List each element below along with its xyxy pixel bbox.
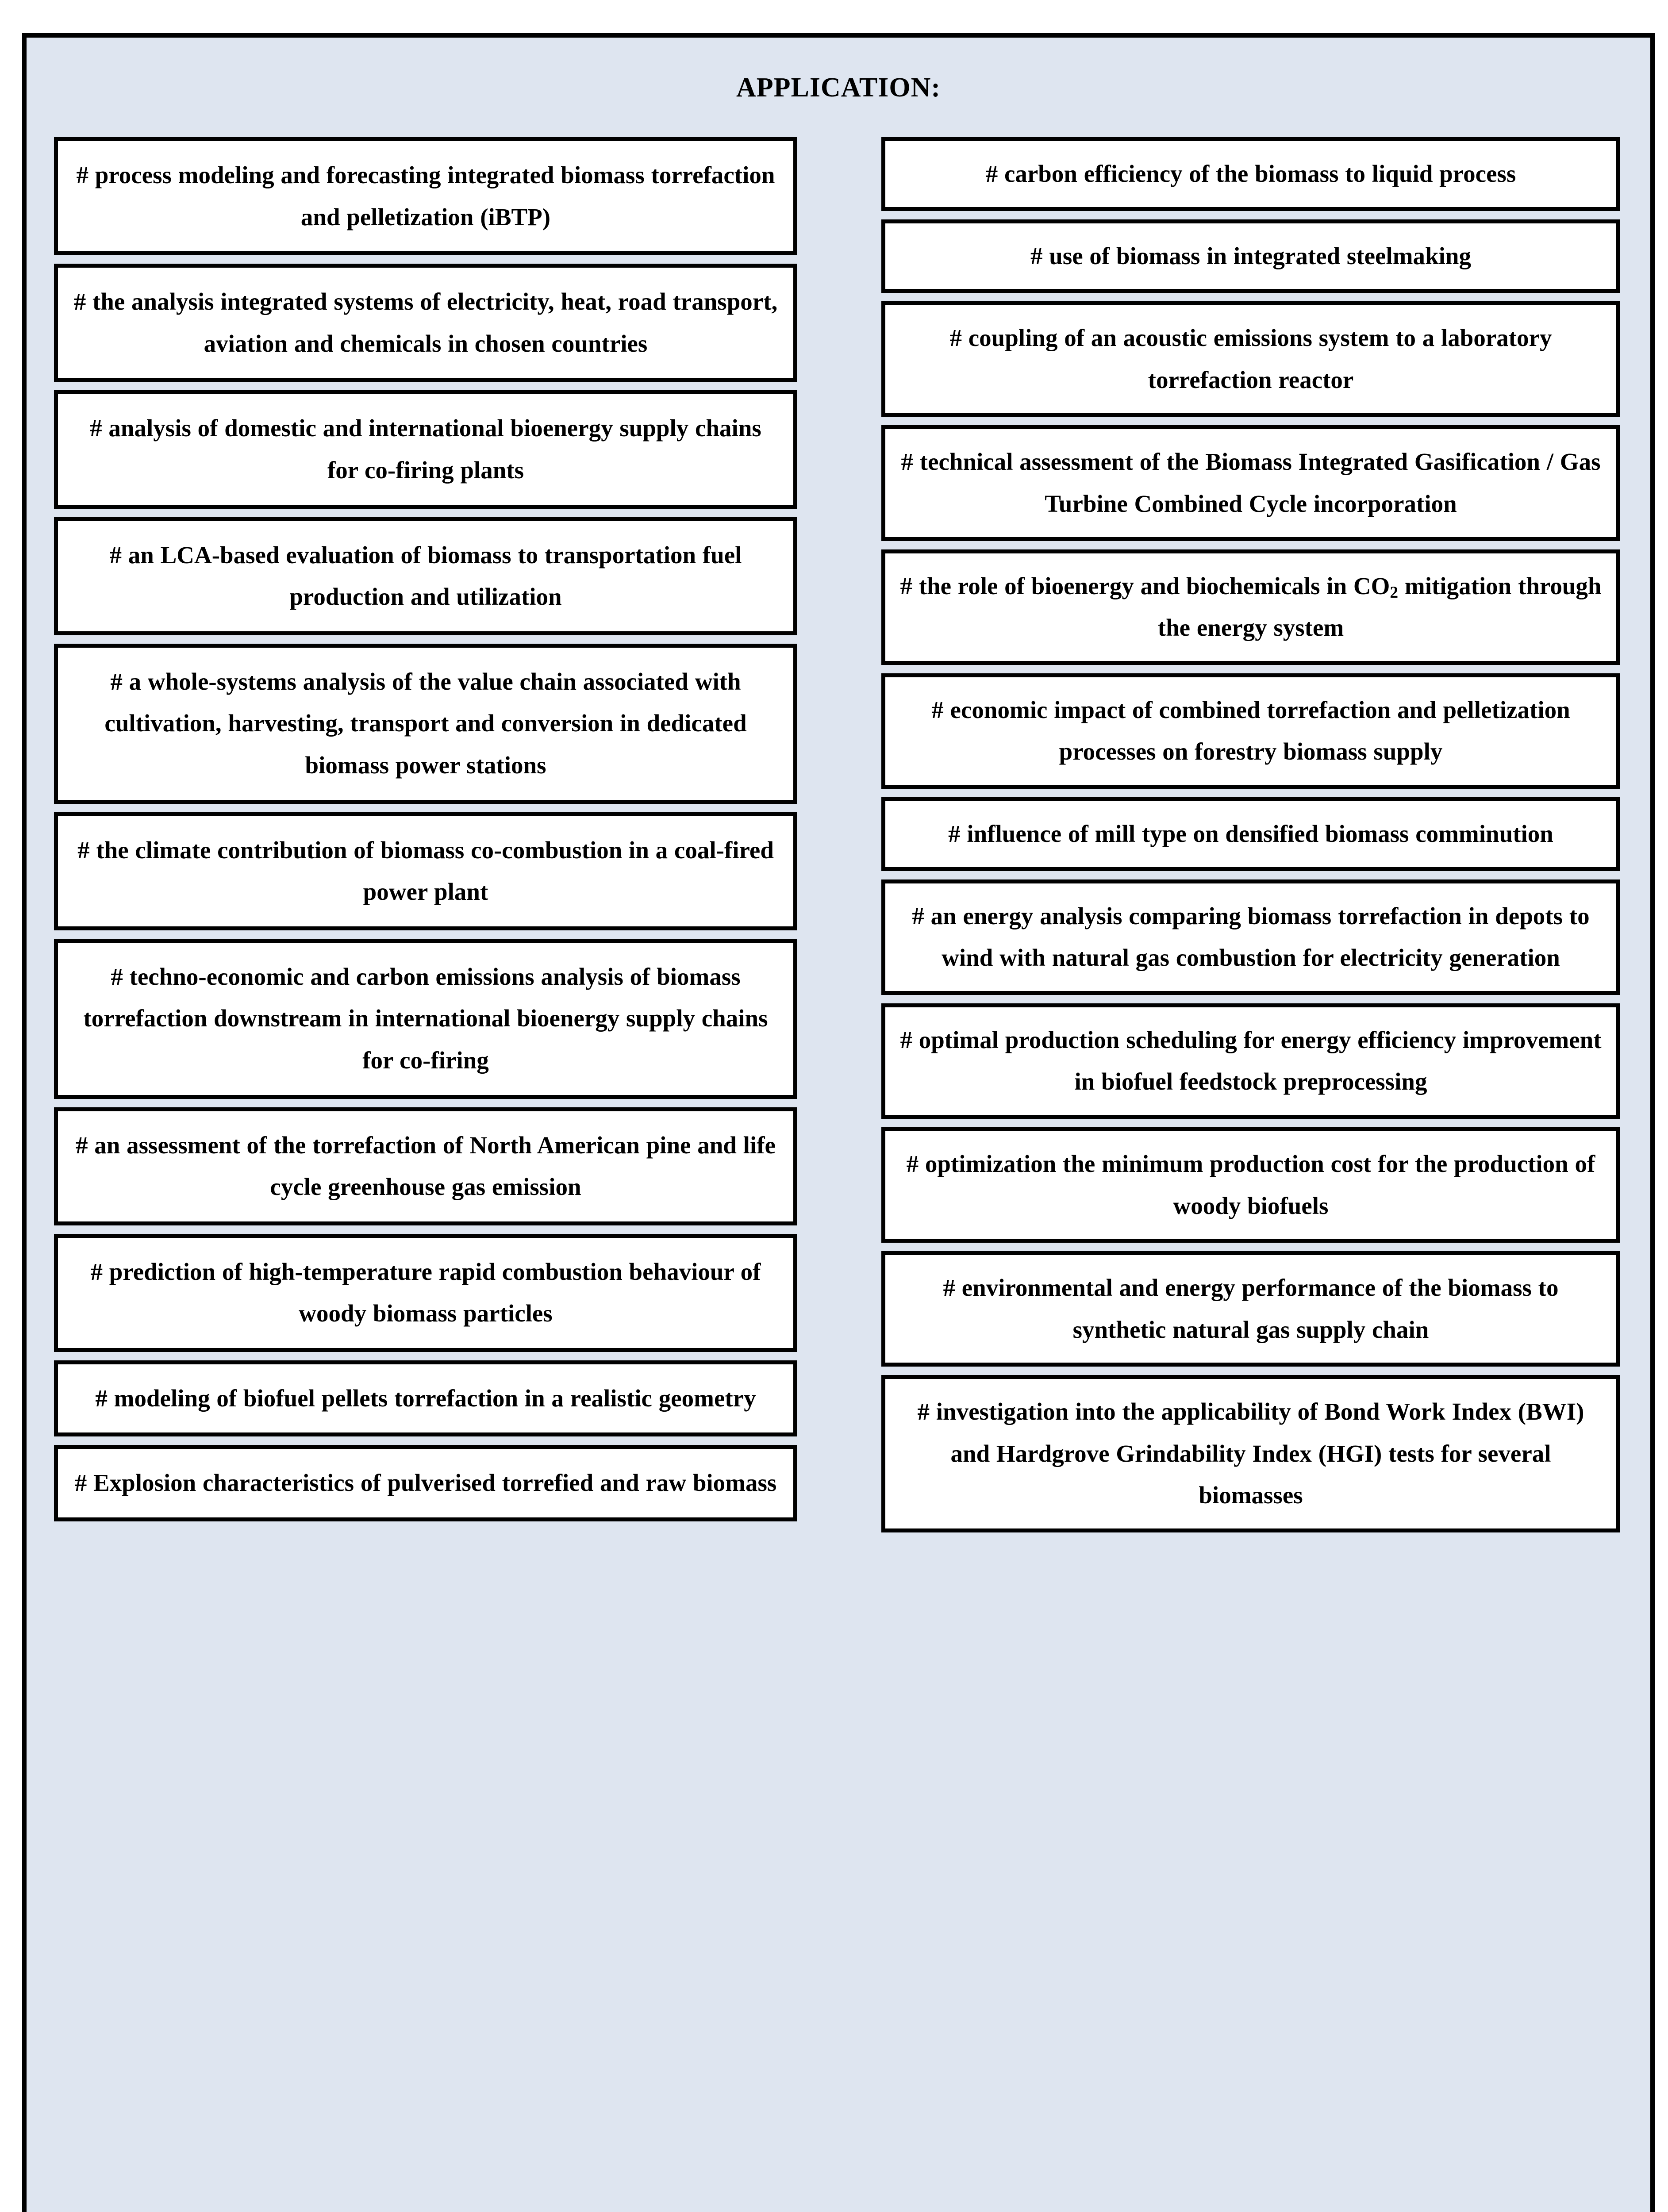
application-item: # techno-economic and carbon emissions a… (54, 938, 797, 1099)
application-column-left: # process modeling and forecasting integ… (54, 137, 797, 1530)
application-column-right: # carbon efficiency of the biomass to li… (881, 137, 1620, 1541)
application-item: # an assessment of the torrefaction of N… (54, 1107, 797, 1225)
application-panel: APPLICATION: # process modeling and fore… (22, 33, 1655, 2212)
application-item: # the role of bioenergy and biochemicals… (881, 549, 1620, 665)
application-columns: # process modeling and forecasting integ… (27, 38, 1650, 1541)
application-item: # technical assessment of the Biomass In… (881, 425, 1620, 541)
application-item: # the analysis integrated systems of ele… (54, 264, 797, 382)
application-item: # Explosion characteristics of pulverise… (54, 1445, 797, 1522)
application-item: # carbon efficiency of the biomass to li… (881, 137, 1620, 211)
application-item: # coupling of an acoustic emissions syst… (881, 301, 1620, 417)
application-item: # investigation into the applicability o… (881, 1375, 1620, 1533)
application-item: # an energy analysis comparing biomass t… (881, 879, 1620, 995)
application-item: # an LCA-based evaluation of biomass to … (54, 517, 797, 635)
application-item: # optimization the minimum production co… (881, 1127, 1620, 1243)
application-item: # environmental and energy performance o… (881, 1251, 1620, 1367)
application-item: # the climate contribution of biomass co… (54, 812, 797, 930)
page-title: APPLICATION: (736, 73, 941, 103)
application-item: # process modeling and forecasting integ… (54, 137, 797, 256)
application-item: # economic impact of combined torrefacti… (881, 673, 1620, 789)
application-item: # influence of mill type on densified bi… (881, 797, 1620, 871)
application-item: # analysis of domestic and international… (54, 390, 797, 509)
application-item: # optimal production scheduling for ener… (881, 1003, 1620, 1119)
application-item: # prediction of high-temperature rapid c… (54, 1233, 797, 1352)
application-item: # modeling of biofuel pellets torrefacti… (54, 1360, 797, 1437)
application-item: # use of biomass in integrated steelmaki… (881, 219, 1620, 293)
application-item: # a whole-systems analysis of the value … (54, 643, 797, 804)
